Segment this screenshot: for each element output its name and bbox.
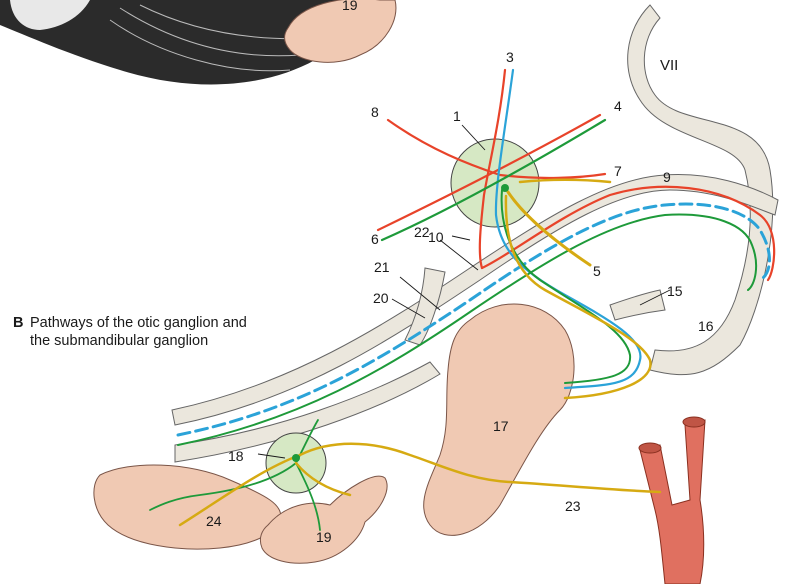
label-21: 21 xyxy=(374,259,390,275)
label-6: 6 xyxy=(371,231,379,247)
otic-ganglion-cell xyxy=(501,184,509,192)
label-vii: VII xyxy=(660,57,678,74)
caption-line-1: Pathways of the otic ganglion and xyxy=(30,315,247,331)
label-3: 3 xyxy=(506,49,514,65)
artery xyxy=(639,417,705,584)
caption-line-2: the submandibular ganglion xyxy=(13,332,343,350)
label-5: 5 xyxy=(593,263,601,279)
label-7: 7 xyxy=(614,163,622,179)
label-19-top: 19 xyxy=(342,0,358,13)
label-16: 16 xyxy=(698,318,714,334)
label-10: 10 xyxy=(428,229,444,245)
label-17: 17 xyxy=(493,418,509,434)
structure-15 xyxy=(610,290,665,320)
label-20: 20 xyxy=(373,290,389,306)
caption-letter: B xyxy=(13,314,30,332)
label-9: 9 xyxy=(663,169,671,185)
yellow-fiber-7 xyxy=(520,180,610,182)
label-19-bottom: 19 xyxy=(316,529,332,545)
label-18: 18 xyxy=(228,448,244,464)
submandibular-gland xyxy=(260,476,387,563)
submandibular-ganglion-cell xyxy=(292,454,300,462)
label-8: 8 xyxy=(371,104,379,120)
label-22: 22 xyxy=(414,224,430,240)
label-1: 1 xyxy=(453,108,461,124)
label-23: 23 xyxy=(565,498,581,514)
label-24: 24 xyxy=(206,513,222,529)
label-4: 4 xyxy=(614,98,622,114)
label-15: 15 xyxy=(667,283,683,299)
